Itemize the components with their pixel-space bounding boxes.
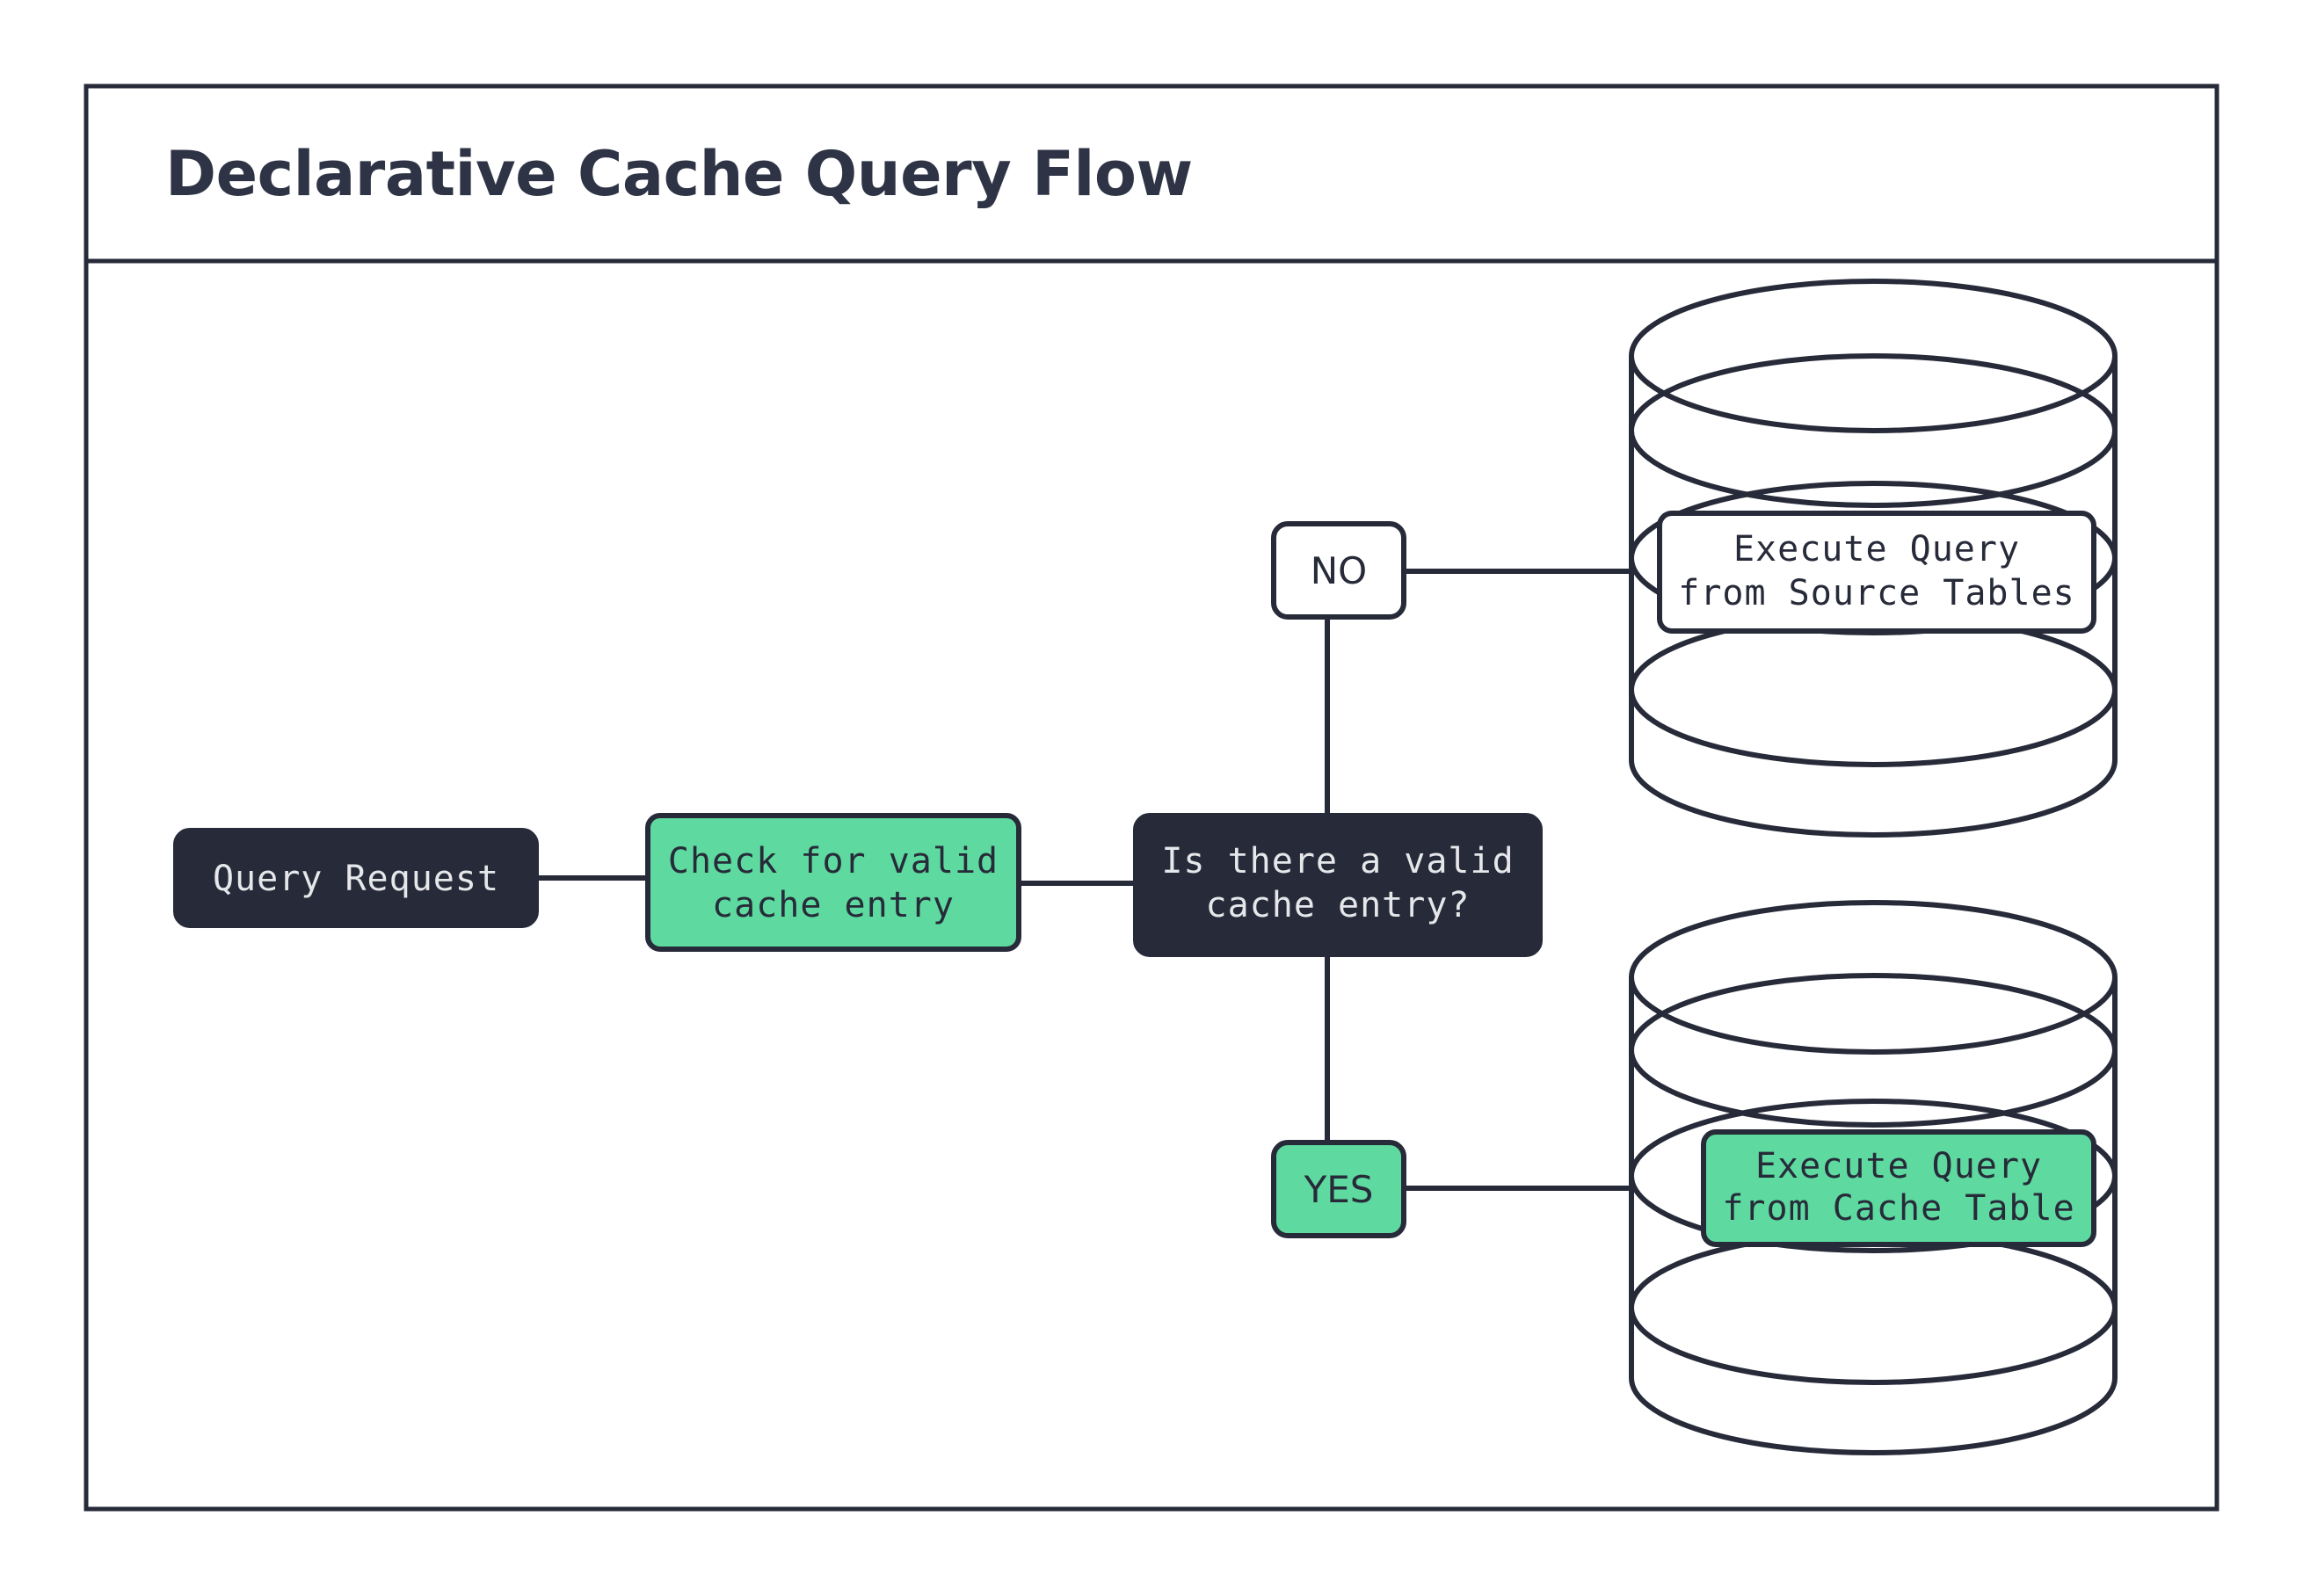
node-decision[interactable]: Is there a valid cache entry? bbox=[1133, 813, 1543, 957]
node-source-tables[interactable]: Execute Query from Source Tables bbox=[1657, 511, 2096, 634]
node-query-request[interactable]: Query Request bbox=[173, 828, 539, 928]
source-tables-label-line2: from Source Tables bbox=[1678, 573, 2074, 613]
source-tables-label-line1: Execute Query bbox=[1733, 529, 2020, 569]
cache-table-label-line2: from Cache Table bbox=[1722, 1188, 2074, 1229]
branch-yes-label: YES bbox=[1304, 1168, 1374, 1211]
diagram-frame bbox=[84, 83, 2219, 1512]
decision-label-line2: cache entry? bbox=[1206, 885, 1471, 925]
check-cache-label-line1: Check for valid bbox=[668, 841, 999, 881]
node-branch-no[interactable]: NO bbox=[1271, 521, 1406, 620]
branch-no-label: NO bbox=[1311, 549, 1367, 592]
node-branch-yes[interactable]: YES bbox=[1271, 1140, 1406, 1238]
query-request-label: Query Request bbox=[213, 859, 499, 899]
page-title: Declarative Cache Query Flow bbox=[165, 138, 1193, 210]
cache-table-label-line1: Execute Query bbox=[1755, 1146, 2042, 1186]
decision-label-line1: Is there a valid bbox=[1161, 841, 1514, 881]
node-cache-table[interactable]: Execute Query from Cache Table bbox=[1701, 1129, 2096, 1247]
node-check-cache[interactable]: Check for valid cache entry bbox=[645, 813, 1021, 952]
check-cache-label-line2: cache entry bbox=[712, 885, 955, 925]
